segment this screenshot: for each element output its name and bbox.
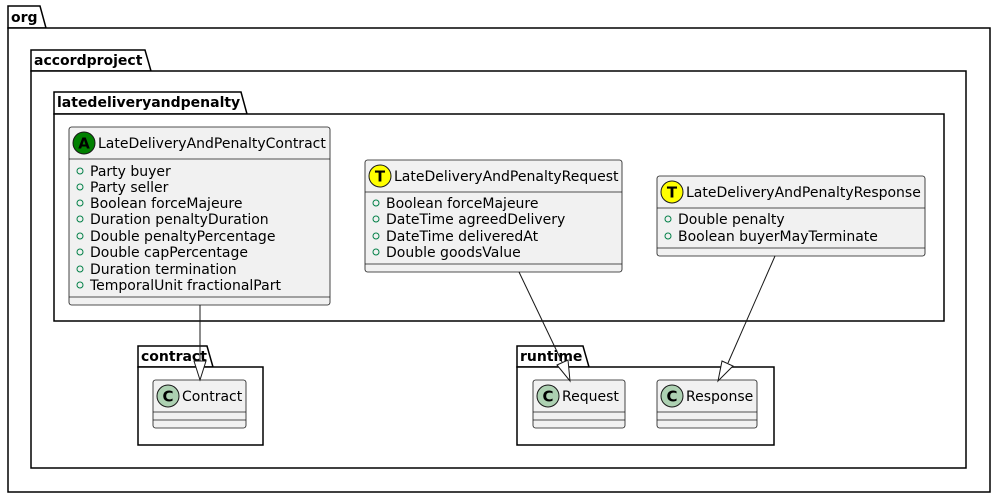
class-late-delivery-and-penalty-contract[interactable]: A LateDeliveryAndPenaltyContract Party b…: [68, 126, 331, 306]
class-name: Request: [562, 389, 619, 405]
attribute-list: Boolean forceMajeure DateTime agreedDeli…: [372, 196, 565, 261]
attribute: Duration penaltyDuration: [90, 212, 269, 228]
class-stereotype-icon: [660, 384, 684, 408]
attribute: DateTime agreedDelivery: [386, 212, 565, 228]
stereotype-letter: C: [162, 388, 173, 406]
attribute: Double penaltyPercentage: [90, 229, 275, 245]
stereotype-letter: C: [542, 388, 553, 406]
class-name: Response: [686, 389, 753, 405]
type-stereotype-icon: [660, 180, 684, 204]
attribute: Duration termination: [90, 262, 237, 278]
type-stereotype-icon: [368, 164, 392, 188]
package-contract-label: contract: [141, 349, 207, 365]
attribute: Boolean forceMajeure: [90, 196, 243, 212]
class-late-delivery-and-penalty-response[interactable]: T LateDeliveryAndPenaltyResponse Double …: [656, 175, 926, 257]
attribute: Party buyer: [90, 164, 171, 180]
attribute: TemporalUnit fractionalPart: [89, 278, 281, 294]
abstract-stereotype-icon: [72, 131, 96, 155]
stereotype-letter: T: [667, 184, 678, 202]
class-late-delivery-and-penalty-request[interactable]: T LateDeliveryAndPenaltyRequest Boolean …: [364, 159, 623, 273]
edge-contract-extends: [193, 305, 207, 382]
attribute: Double penalty: [678, 212, 785, 228]
package-runtime-label: runtime: [520, 349, 582, 365]
class-contract[interactable]: C Contract: [152, 379, 247, 429]
attribute-list: Party buyer Party seller Boolean forceMa…: [76, 164, 281, 294]
stereotype-letter: T: [375, 168, 386, 186]
stereotype-letter: C: [666, 388, 677, 406]
class-name: LateDeliveryAndPenaltyContract: [98, 136, 326, 152]
class-request[interactable]: C Request: [532, 379, 626, 429]
edge-request-extends: [518, 271, 571, 383]
class-stereotype-icon: [536, 384, 560, 408]
attribute: Boolean buyerMayTerminate: [678, 229, 878, 245]
package-latedeliveryandpenalty-label: latedeliveryandpenalty: [57, 95, 240, 111]
attribute: Boolean forceMajeure: [386, 196, 539, 212]
package-accordproject-label: accordproject: [34, 53, 143, 69]
attribute: Party seller: [90, 180, 169, 196]
stereotype-letter: A: [78, 135, 90, 153]
class-name: Contract: [182, 389, 243, 405]
class-response[interactable]: C Response: [656, 379, 758, 429]
class-name: LateDeliveryAndPenaltyRequest: [394, 169, 619, 185]
attribute: Double capPercentage: [90, 245, 248, 261]
attribute-list: Double penalty Boolean buyerMayTerminate: [664, 212, 878, 245]
attribute: Double goodsValue: [386, 245, 521, 261]
package-org-label: org: [11, 10, 38, 26]
edge-response-extends: [717, 255, 776, 383]
class-name: LateDeliveryAndPenaltyResponse: [686, 185, 921, 201]
attribute: DateTime deliveredAt: [386, 229, 539, 245]
class-stereotype-icon: [156, 384, 180, 408]
